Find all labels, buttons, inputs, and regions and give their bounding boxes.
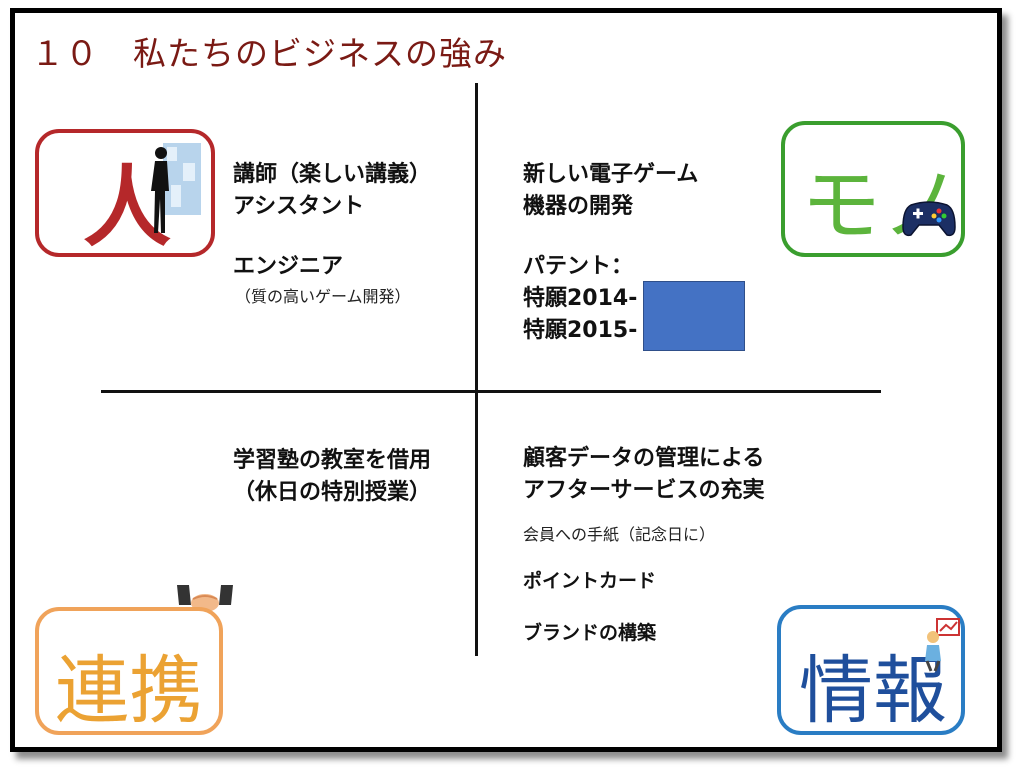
renkei-box: [35, 607, 223, 735]
redaction-box: [643, 281, 745, 351]
slide: １０ 私たちのビジネスの強み 人 講師（楽しい講義） アシスタント エンジニア …: [10, 8, 1002, 752]
person-with-chart-icon: [925, 618, 960, 672]
joho-line-1: 顧客データの管理による: [523, 446, 765, 471]
joho-item-3: ブランドの構築: [523, 622, 657, 644]
mono-box: [781, 121, 965, 257]
joho-box: [777, 605, 965, 735]
handshake-icon: [177, 585, 233, 612]
mono-line-1: 新しい電子ゲーム: [523, 162, 699, 187]
patent-1: 特願2014-: [523, 286, 638, 311]
renkei-line-2: （休日の特別授業）: [233, 480, 432, 505]
joho-label: 情報: [799, 648, 947, 734]
joho-line-2: アフターサービスの充実: [523, 478, 765, 503]
joho-item-1: 会員への手紙（記念日に）: [523, 525, 716, 544]
gamepad-icon: [902, 201, 956, 237]
vertical-divider: [475, 83, 478, 656]
patent-label: パテント：: [523, 254, 634, 279]
joho-item-2: ポイントカード: [523, 570, 657, 592]
businesswoman-silhouette-icon: [151, 143, 201, 233]
patent-2: 特願2015-: [523, 318, 638, 343]
hito-line-1: 講師（楽しい講義）: [233, 162, 432, 187]
slide-title: １０ 私たちのビジネスの強み: [31, 34, 507, 73]
hito-sub-note: （質の高いゲーム開発）: [235, 287, 411, 306]
renkei-line-1: 学習塾の教室を借用: [233, 448, 432, 473]
mono-line-2: 機器の開発: [523, 194, 634, 219]
renkei-label: 連携: [55, 648, 203, 734]
hito-line-2: アシスタント: [233, 194, 365, 219]
hito-sub-title: エンジニア: [233, 254, 344, 279]
horizontal-divider: [101, 390, 881, 393]
